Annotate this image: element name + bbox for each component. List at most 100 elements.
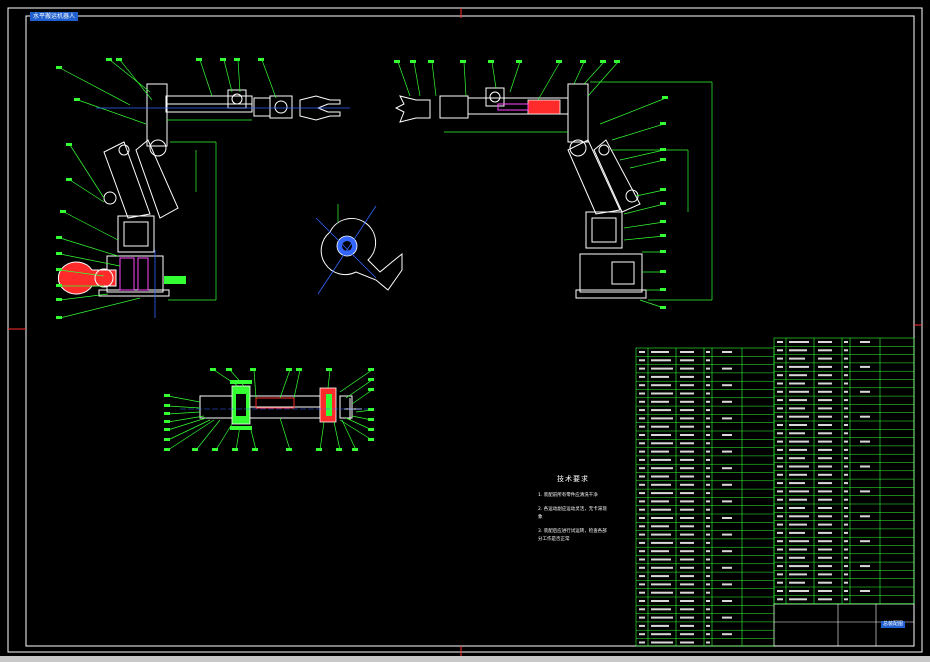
table-entry-mark [789, 598, 807, 601]
leader-balloon-mark [326, 368, 332, 371]
leader-balloon-mark [196, 58, 202, 61]
table-entry-mark [789, 548, 807, 551]
table-entry-mark [818, 457, 832, 460]
table-entry-mark [639, 616, 645, 619]
table-entry-mark [651, 575, 669, 578]
table-entry-mark [706, 351, 710, 353]
table-entry-mark [651, 533, 671, 536]
drawing-title-tag: 水平搬运机器人 [30, 12, 79, 21]
table-entry-mark [680, 550, 694, 553]
table-entry-mark [844, 457, 848, 460]
leader-balloon-mark [232, 448, 238, 451]
table-entry-mark [651, 550, 669, 553]
leader-balloon-mark [286, 368, 292, 371]
table-entry-mark [639, 500, 645, 503]
table-entry-mark [844, 556, 848, 559]
leader-balloon-mark [66, 143, 72, 146]
table-entry-mark [789, 432, 805, 435]
table-entry-mark [789, 523, 807, 526]
leader-balloon-mark [258, 58, 264, 61]
table-entry-mark [706, 367, 710, 370]
table-entry-mark [818, 515, 832, 518]
table-entry-mark [818, 341, 832, 343]
leader-balloon-mark [614, 60, 620, 63]
leader-balloon-mark [56, 236, 62, 239]
table-entry-mark [680, 467, 694, 470]
table-entry-mark [722, 351, 732, 353]
table-entry-mark [844, 440, 848, 443]
table-entry-mark [706, 442, 710, 445]
table-entry-mark [680, 517, 694, 519]
table-entry-mark [706, 467, 710, 470]
table-entry-mark [777, 598, 783, 601]
leader-balloon-mark [296, 368, 302, 371]
table-entry-mark [844, 415, 848, 418]
table-entry-mark [789, 465, 809, 468]
table-entry-mark [706, 392, 710, 395]
table-entry-mark [789, 473, 807, 476]
table-entry-mark [639, 566, 645, 569]
leader-balloon-mark [368, 378, 374, 381]
table-entry-mark [706, 533, 710, 536]
table-entry-mark [860, 590, 870, 592]
leader-balloon-mark [252, 448, 258, 451]
table-entry-mark [818, 473, 832, 476]
table-entry-mark [789, 507, 805, 509]
table-entry-mark [680, 500, 694, 503]
table-entry-mark [818, 556, 832, 559]
table-entry-mark [844, 399, 848, 402]
leader-balloon-mark [516, 60, 522, 63]
leader-balloon-mark [220, 58, 226, 61]
table-entry-mark [789, 448, 807, 451]
leader-balloon-mark [164, 394, 170, 397]
table-entry-mark [706, 624, 710, 627]
table-entry-mark [777, 548, 783, 551]
table-entry-mark [844, 573, 848, 576]
table-entry-mark [639, 475, 645, 478]
table-entry-mark [651, 558, 671, 561]
table-entry-mark [844, 498, 848, 501]
leader-balloon-mark [580, 60, 586, 63]
table-entry-mark [706, 375, 710, 378]
table-entry-mark [639, 417, 645, 420]
parts-list-rows [636, 346, 914, 639]
table-entry-mark [818, 349, 832, 352]
table-entry-mark [777, 565, 783, 568]
table-entry-mark [651, 384, 671, 387]
leader-balloon-mark [368, 388, 374, 391]
table-entry-mark [818, 490, 832, 493]
table-entry-mark [844, 523, 848, 526]
table-entry-mark [639, 467, 645, 470]
table-entry-mark [651, 517, 673, 519]
table-entry-mark [651, 417, 673, 420]
leader-balloon-mark [56, 268, 62, 271]
table-entry-mark [639, 533, 645, 536]
table-entry-mark [844, 565, 848, 568]
table-entry-mark [722, 417, 732, 420]
table-entry-mark [651, 450, 669, 453]
table-entry-mark [651, 583, 671, 586]
table-entry-mark [639, 392, 645, 395]
table-entry-mark [639, 359, 645, 362]
leader-balloon-mark [56, 298, 62, 301]
table-entry-mark [680, 508, 694, 511]
leader-balloon-mark [226, 368, 232, 371]
leader-balloon-mark [660, 288, 666, 291]
table-entry-mark [639, 458, 645, 461]
bottom-section-view [167, 369, 373, 451]
table-entry-mark [639, 600, 645, 602]
table-entry-mark [680, 525, 694, 528]
parts-list-table [635, 337, 915, 647]
table-entry-mark [860, 540, 870, 543]
table-entry-mark [651, 500, 669, 503]
table-entry-mark [680, 392, 694, 395]
table-entry-mark [651, 367, 673, 370]
table-entry-mark [777, 482, 783, 485]
table-entry-mark [777, 357, 783, 360]
table-entry-mark [818, 482, 832, 485]
table-entry-mark [706, 633, 710, 636]
table-entry-mark [777, 581, 783, 584]
leader-balloon-mark [56, 316, 62, 319]
table-entry-mark [844, 341, 848, 343]
